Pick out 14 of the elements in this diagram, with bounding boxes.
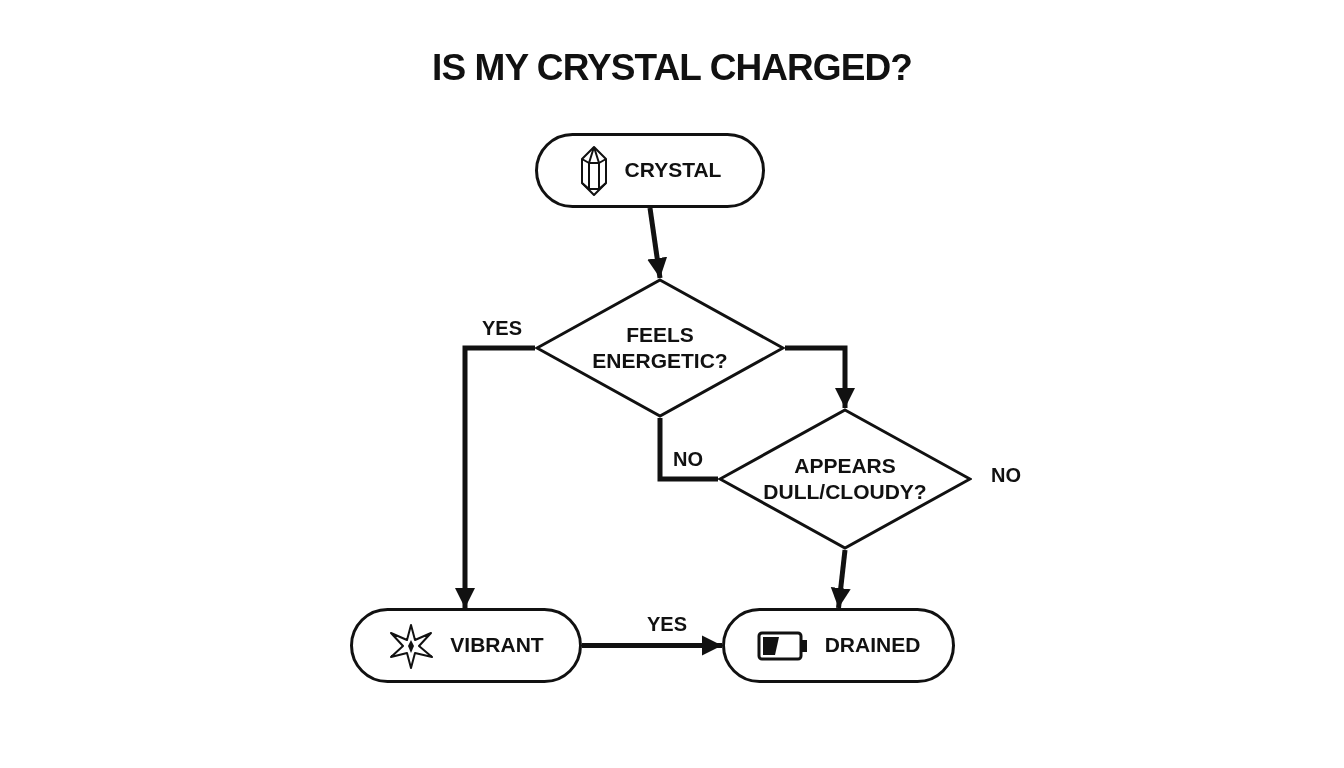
node-label: DRAINED [824, 632, 921, 659]
arrow [455, 345, 535, 608]
arrow [647, 207, 668, 279]
node-label: CRYSTAL [624, 157, 722, 184]
title: IS MY CRYSTAL CHARGED? [432, 46, 912, 90]
node-label: FEELS ENERGETIC? [591, 321, 729, 374]
arrow [582, 635, 722, 656]
node-label: VIBRANT [450, 632, 544, 659]
node-label: APPEARS DULL/CLOUDY? [762, 452, 928, 505]
decision-diamond [535, 278, 785, 418]
branch-label: NO [991, 463, 1021, 488]
arrow [830, 549, 851, 609]
arrow [785, 345, 855, 408]
decision-diamond [718, 408, 972, 550]
